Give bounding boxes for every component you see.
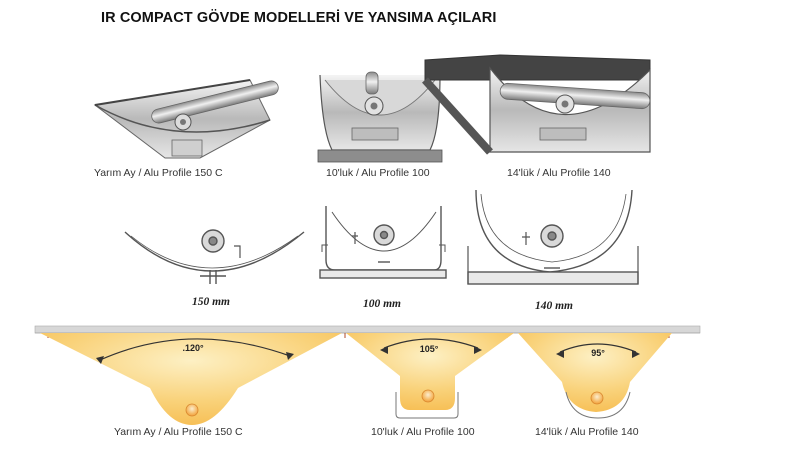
beam-angle-100: 105° xyxy=(420,344,439,354)
beam-angle-150: .120° xyxy=(182,343,204,353)
ceiling-strip xyxy=(34,325,701,334)
page-title: IR COMPACT GÖVDE MODELLERİ VE YANSIMA AÇ… xyxy=(101,10,497,26)
dimension-label-150: 150 mm xyxy=(191,296,231,308)
photo-label-140: 14'lük / Alu Profile 140 xyxy=(507,167,611,179)
photo-10luk-profile xyxy=(317,71,443,163)
section-140mm xyxy=(467,189,639,285)
beam-diagram-150: .120° xyxy=(40,333,342,425)
section-150mm xyxy=(124,229,305,284)
beam-angle-140: 95° xyxy=(591,348,605,358)
beam-label-140: 14'lük / Alu Profile 140 xyxy=(535,426,639,438)
photo-14luk-profile xyxy=(422,54,651,155)
beam-diagram-100: 105° xyxy=(346,333,514,419)
photo-label-100: 10'luk / Alu Profile 100 xyxy=(326,167,430,179)
dimension-label-140: 140 mm xyxy=(534,300,574,312)
dimension-label-100: 100 mm xyxy=(362,298,402,310)
section-100mm xyxy=(319,206,447,279)
photo-label-150: Yarım Ay / Alu Profile 150 C xyxy=(94,167,223,179)
beam-label-100: 10'luk / Alu Profile 100 xyxy=(371,426,475,438)
photo-half-moon-reflector xyxy=(93,79,279,159)
beam-diagram-140: 95° xyxy=(518,333,672,419)
beam-label-150: Yarım Ay / Alu Profile 150 C xyxy=(114,426,243,438)
